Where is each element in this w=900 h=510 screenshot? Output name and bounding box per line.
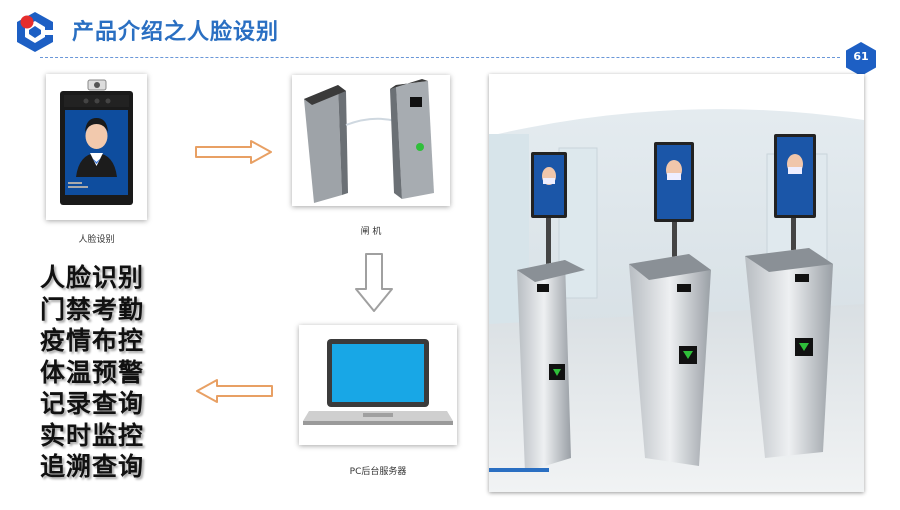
scene-photo	[489, 74, 864, 492]
face-terminal-card	[46, 74, 147, 220]
turnstile-icon	[304, 79, 434, 203]
arrow-down-icon	[355, 253, 393, 312]
feature-item: 门禁考勤	[40, 294, 145, 324]
feature-item: 追溯查询	[40, 452, 145, 481]
server-caption: PC后台服务器	[349, 467, 407, 477]
feature-item: 记录查询	[40, 389, 145, 418]
face-terminal-icon	[60, 79, 133, 205]
logo-icon	[17, 12, 55, 52]
page-number: 61	[853, 50, 869, 63]
server-card	[299, 325, 457, 445]
page-title: 产品介绍之人脸设别	[72, 20, 280, 45]
feature-item: 实时监控	[40, 420, 145, 450]
header-divider	[40, 57, 840, 58]
feature-list: 人脸识别 门禁考勤 疫情布控 体温预警 记录查询 实时监控 追溯查询	[40, 262, 144, 483]
gate-caption: 闸 机	[360, 227, 382, 237]
laptop-icon	[303, 339, 453, 425]
turnstile-card	[292, 75, 450, 206]
feature-item: 体温预警	[40, 357, 145, 387]
arrow-left-icon	[196, 379, 273, 403]
device-caption: 人脸设别	[78, 235, 115, 245]
feature-item: 人脸识别	[40, 263, 145, 292]
arrow-right-icon	[195, 140, 272, 164]
feature-item: 疫情布控	[40, 326, 145, 355]
page-badge	[846, 42, 876, 76]
